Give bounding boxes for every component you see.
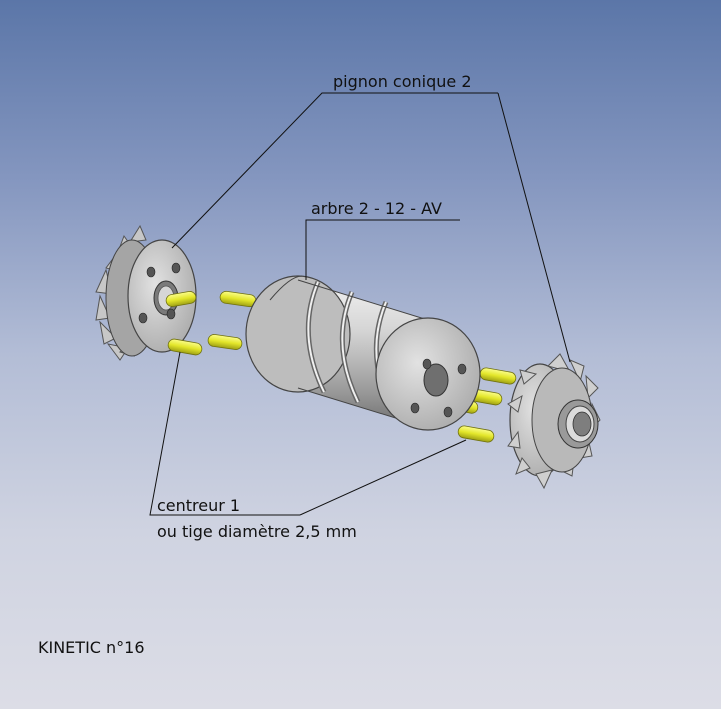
right-bevel-pinion [507,353,601,490]
central-shaft [245,275,481,431]
pin-2 [219,290,257,308]
pin-5 [479,367,517,385]
pin-3 [207,334,243,350]
leader-lines [149,92,571,516]
pin-8 [457,425,495,443]
pin-label-line2: ou tige diamètre 2,5 mm [157,522,357,541]
pinion-leader-left [171,92,498,249]
pin-leader-right [299,439,467,516]
pin-leader-left [149,351,300,516]
pin-1 [165,291,197,307]
pinion-label: pignon conique 2 [333,72,472,91]
pin-4 [167,338,203,356]
pin-label-line1: centreur 1 [157,496,241,515]
shaft-label: arbre 2 - 12 - AV [311,199,442,218]
shaft-leader [305,219,460,280]
pinion-leader-right [497,92,571,363]
footer-title: KINETIC n°16 [38,638,145,657]
